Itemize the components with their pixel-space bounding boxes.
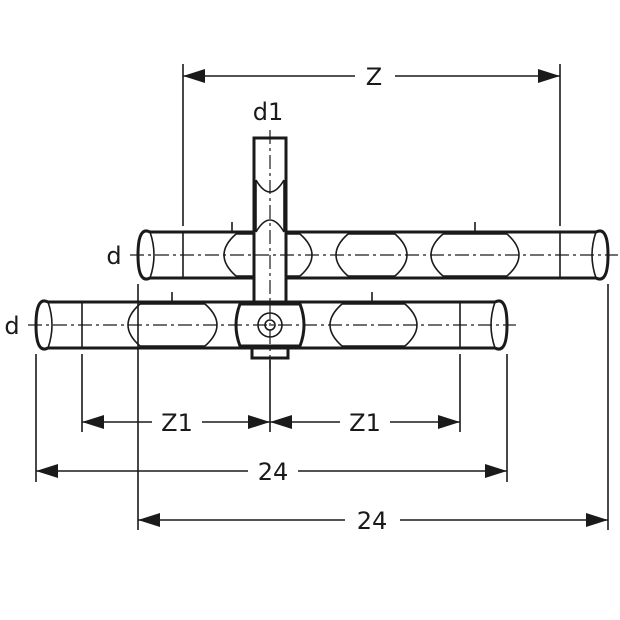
dimension-z1: Z1 Z1 bbox=[82, 409, 460, 437]
arrow-24b-right bbox=[586, 513, 608, 527]
label-24-upper: 24 bbox=[357, 507, 388, 535]
arrow-24b-left bbox=[138, 513, 160, 527]
lower-arc-4 bbox=[404, 303, 418, 347]
arrow-z-right bbox=[538, 69, 560, 83]
lower-arc-2 bbox=[204, 303, 218, 347]
label-z1-right: Z1 bbox=[349, 409, 381, 437]
upper-pipe bbox=[136, 222, 610, 281]
arrow-z1a-left bbox=[82, 415, 104, 429]
branch-arc-2 bbox=[255, 219, 285, 233]
label-d1: d1 bbox=[253, 98, 284, 126]
dimension-24-upper: 24 bbox=[138, 507, 608, 535]
arrow-z1b-right bbox=[438, 415, 460, 429]
extension-lines bbox=[35, 64, 609, 530]
label-z1-left: Z1 bbox=[161, 409, 193, 437]
arrow-z1a-right bbox=[248, 415, 270, 429]
dimension-24-lower: 24 bbox=[36, 458, 507, 486]
arrow-24a-left bbox=[36, 464, 58, 478]
label-d-lower: d bbox=[4, 312, 19, 340]
dimension-z: Z bbox=[183, 63, 560, 91]
arrow-z-left bbox=[183, 69, 205, 83]
arrow-z1b-left bbox=[270, 415, 292, 429]
arrow-24a-right bbox=[485, 464, 507, 478]
label-24-lower: 24 bbox=[258, 458, 289, 486]
center-lines bbox=[28, 130, 618, 372]
lower-left-bead bbox=[47, 301, 53, 349]
upper-left-bead bbox=[149, 231, 155, 279]
label-d-upper: d bbox=[106, 242, 121, 270]
label-z: Z bbox=[366, 63, 382, 91]
